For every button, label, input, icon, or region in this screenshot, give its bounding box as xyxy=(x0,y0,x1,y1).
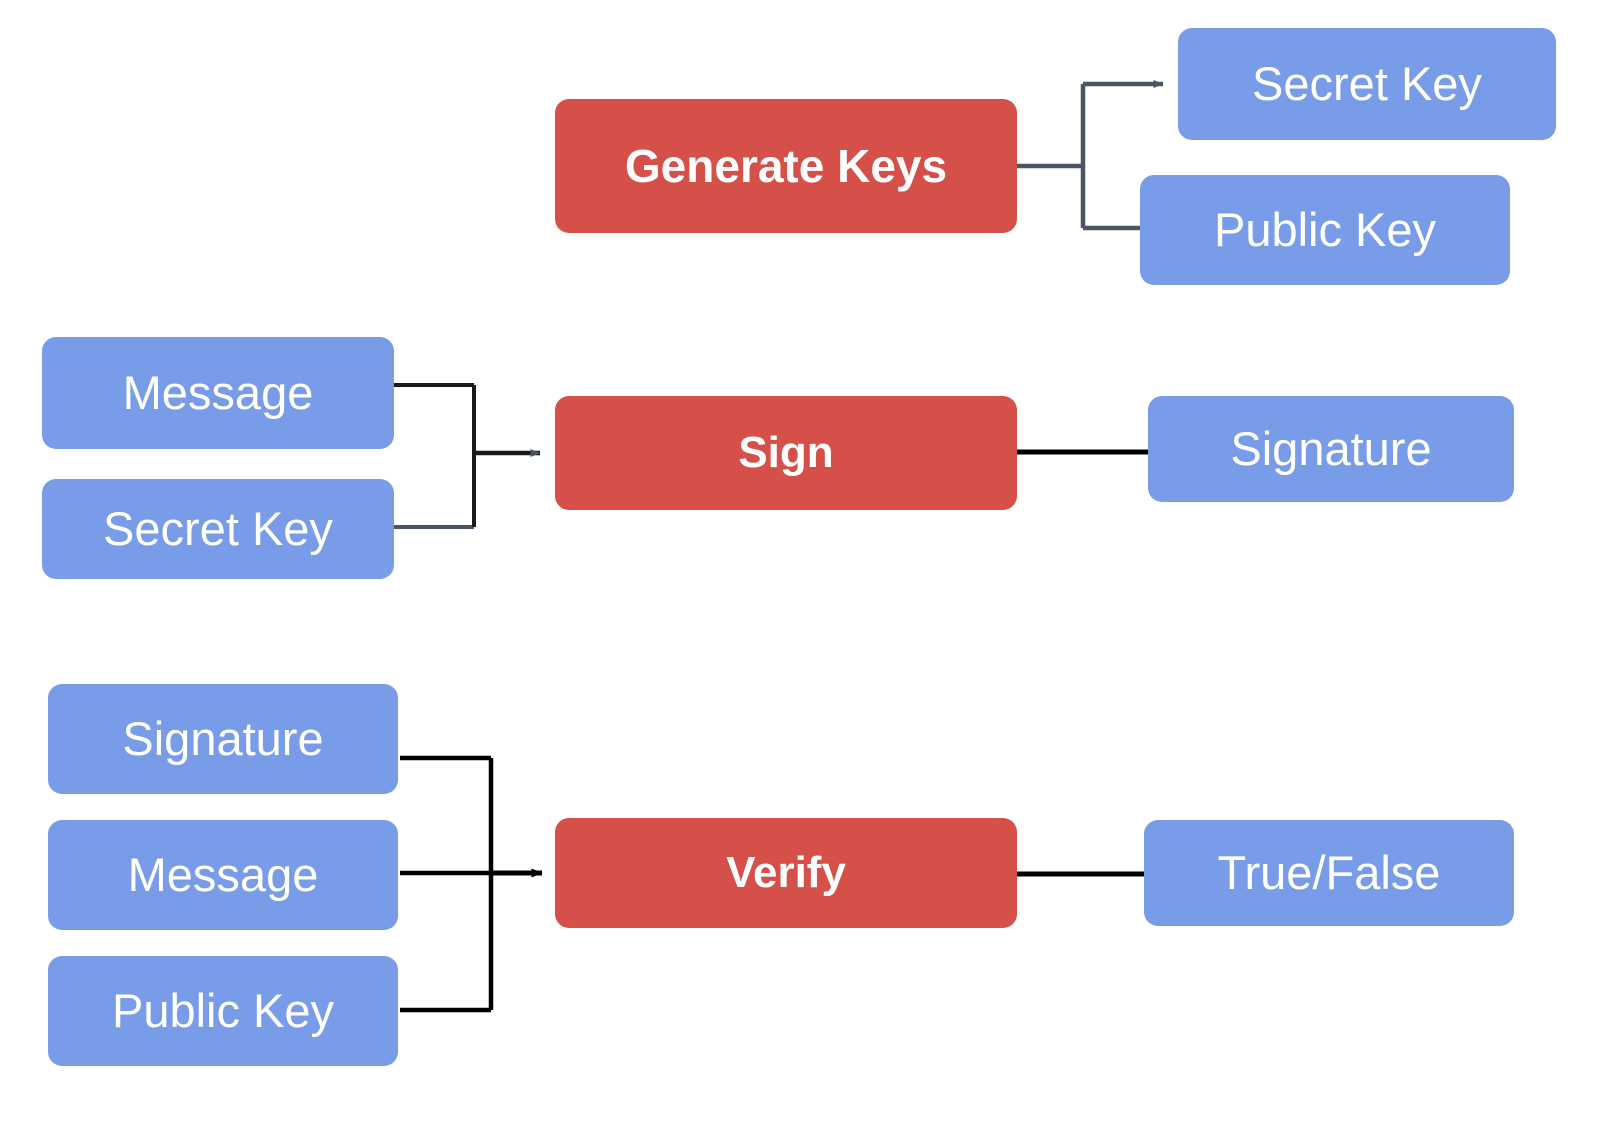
data-node-truefalse-output[interactable]: True/False xyxy=(1144,820,1514,926)
process-node-generate-keys-label: Generate Keys xyxy=(624,139,948,192)
data-node-verify-input-public-key-label: Public Key xyxy=(111,984,335,1038)
edge-signinputs-merge xyxy=(394,383,541,529)
process-node-verify-label: Verify xyxy=(726,847,846,897)
data-node-truefalse-output-label: True/False xyxy=(1217,846,1441,900)
data-node-public-key-output-label: Public Key xyxy=(1213,203,1437,257)
process-node-sign-label: Sign xyxy=(738,427,834,477)
process-node-sign[interactable]: Sign xyxy=(555,396,1017,510)
data-node-sign-input-secret-key[interactable]: Secret Key xyxy=(42,479,394,579)
data-node-sign-input-secret-key-label: Secret Key xyxy=(103,502,333,556)
data-node-secret-key-output-label: Secret Key xyxy=(1252,57,1482,111)
data-node-verify-input-signature-label: Signature xyxy=(122,712,324,766)
data-node-verify-input-signature[interactable]: Signature xyxy=(48,684,398,794)
data-node-verify-input-message[interactable]: Message xyxy=(48,820,398,930)
data-node-sign-input-message[interactable]: Message xyxy=(42,337,394,449)
data-node-verify-input-public-key[interactable]: Public Key xyxy=(48,956,398,1066)
process-node-generate-keys[interactable]: Generate Keys xyxy=(555,99,1017,233)
data-node-verify-input-message-label: Message xyxy=(127,848,319,902)
data-node-secret-key-output[interactable]: Secret Key xyxy=(1178,28,1556,140)
data-node-sign-input-message-label: Message xyxy=(122,366,314,420)
data-node-signature-output-label: Signature xyxy=(1230,422,1432,476)
edge-verifyinputs-merge xyxy=(400,755,543,1013)
process-node-verify[interactable]: Verify xyxy=(555,818,1017,928)
data-node-public-key-output[interactable]: Public Key xyxy=(1140,175,1510,285)
data-node-signature-output[interactable]: Signature xyxy=(1148,396,1514,502)
